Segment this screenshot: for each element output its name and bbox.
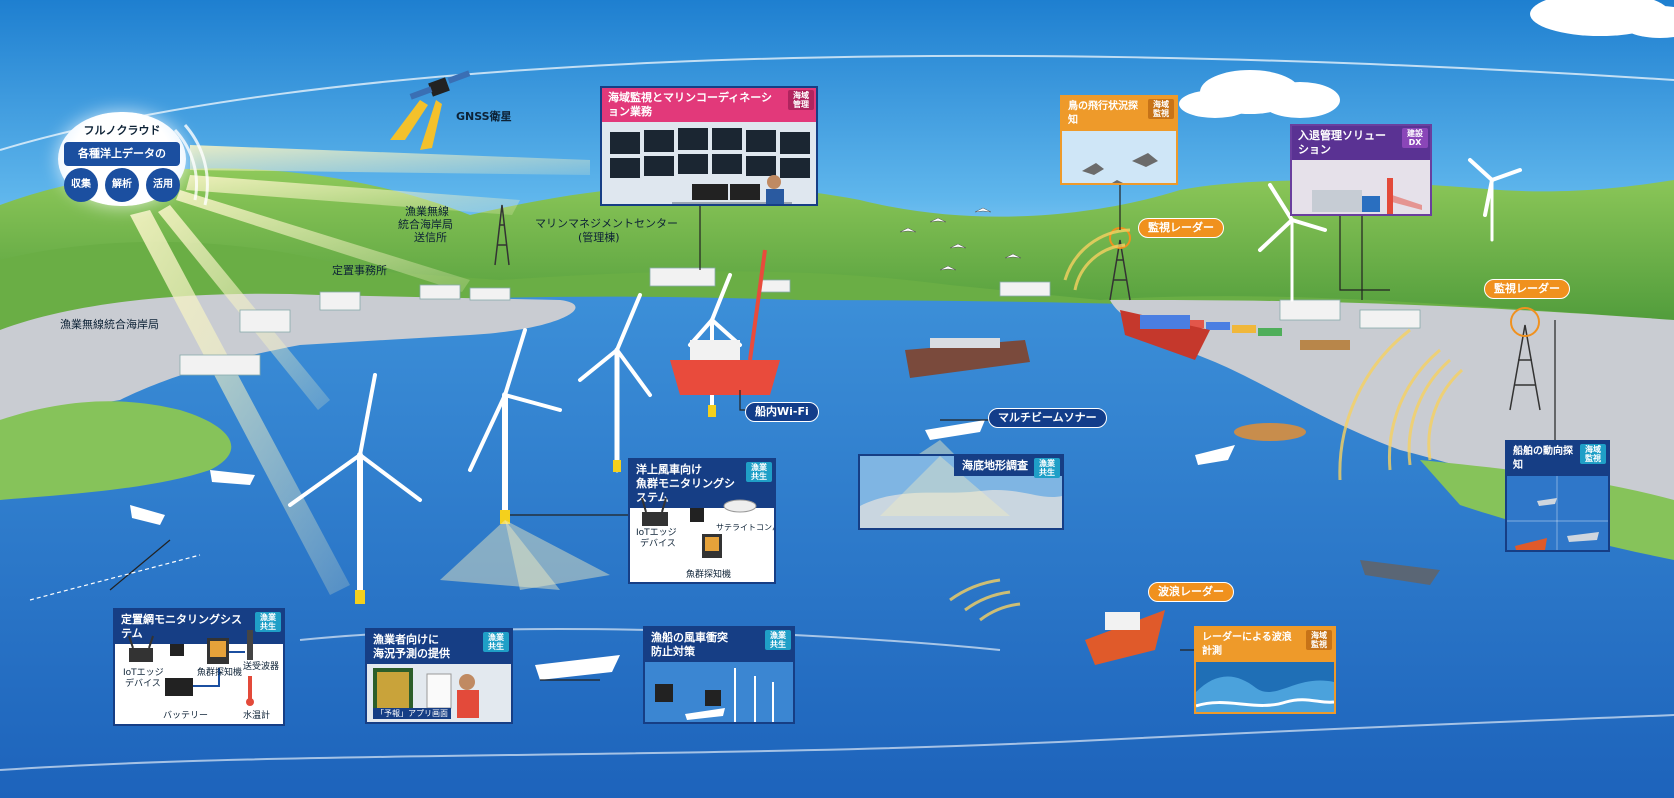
satellite-orbit — [0, 54, 1674, 151]
badge-fishery-coexistence: 漁業共生 — [255, 612, 281, 632]
battery-label: バッテリー — [163, 711, 209, 721]
badge-sea-surveillance: 海域監視 — [1306, 630, 1332, 650]
wifi-tag: 船内Wi-Fi — [745, 402, 819, 422]
collision-illustration — [645, 662, 793, 722]
container-ship — [1120, 310, 1210, 360]
panel-vessel-detection: 船舶の動向探知 海域監視 — [1505, 440, 1610, 552]
surveillance-radar-tag-1: 監視レーダー — [1138, 218, 1224, 238]
multibeam-tag: マルチビームソナー — [988, 408, 1107, 428]
port-buildings — [179, 267, 1421, 376]
badge-fishery-coexistence: 漁業共生 — [1034, 458, 1060, 478]
fixed-office-label: 定置事務所 — [332, 264, 387, 277]
vessel-detection-illustration — [1507, 476, 1608, 550]
badge-fishery-coexistence: 漁業共生 — [765, 630, 791, 650]
panel-bird-tracking: 鳥の飛行状況探知 海域監視 — [1060, 95, 1178, 185]
wave-illustration — [1196, 662, 1334, 712]
survey-ship — [1085, 610, 1165, 665]
cloud-action-use: 活用 — [146, 168, 180, 202]
coastal-station-label: 漁業無線統合海岸局 — [60, 318, 159, 331]
radar-tower-right — [1509, 307, 1541, 411]
device-illustration — [641, 497, 757, 558]
bird-illustration — [1062, 131, 1176, 183]
cloud-title: フルノクラウド — [83, 124, 161, 137]
panel-title: 漁業者向けに海況予測の提供 — [367, 630, 511, 664]
iot-device-label-2: デバイス — [125, 679, 161, 689]
barge — [1234, 423, 1306, 441]
gnss-label: GNSS衛星 — [456, 110, 512, 123]
iot-device-label-1: IoTエッジ — [636, 528, 677, 538]
data-beams — [130, 145, 590, 595]
radio-station-label-3: 送信所 — [414, 231, 447, 244]
satellite-compass-label: サテライトコンパス — [716, 523, 774, 532]
thermometer-label: 水温計 — [243, 711, 271, 721]
birds — [899, 207, 1022, 271]
panel-fixed-net-monitoring: 定置網モニタリングシステム 漁業共生 IoTエッジ デバイス 魚群探知機 送受波… — [113, 608, 285, 726]
turbine-foundations — [355, 405, 716, 604]
radar-waves — [173, 124, 1464, 622]
radio-station-label-2: 統合海岸局 — [398, 218, 453, 231]
badge-marine-management: 海域管理 — [788, 90, 814, 110]
fixed-net-device-illustration — [128, 630, 254, 706]
badge-fishery-coexistence: 漁業共生 — [746, 462, 772, 482]
marine-center-label-1: マリンマネジメントセンター — [535, 217, 678, 230]
left-port — [0, 293, 576, 420]
panel-wave-measurement: レーダーによる波浪計測 海域監視 — [1194, 626, 1336, 714]
badge-sea-surveillance: 海域監視 — [1148, 99, 1174, 119]
left-coast — [0, 401, 232, 500]
surveillance-radar-tag-2: 監視レーダー — [1484, 279, 1570, 299]
wave-radar-tag: 波浪レーダー — [1148, 582, 1234, 602]
panel-title: 海域監視とマリンコーディネーション業務 — [602, 88, 816, 122]
patrol-ship — [1360, 560, 1440, 585]
badge-sea-surveillance: 海域監視 — [1580, 444, 1606, 464]
panel-seabed-survey: 海底地形調査 漁業共生 — [858, 454, 1064, 530]
satellite-icon — [390, 70, 471, 150]
crane-vessel — [670, 249, 780, 395]
cargo-ship — [905, 338, 1030, 378]
iot-device-label-2: デバイス — [640, 539, 676, 549]
cloud-subtitle: 各種洋上データの — [64, 142, 180, 166]
iot-device-label-1: IoTエッジ — [123, 668, 164, 678]
badge-fishery-coexistence: 漁業共生 — [483, 632, 509, 652]
forecast-app-caption: 「予報」アプリ画面 — [373, 708, 451, 719]
radio-station-label-1: 漁業無線 — [405, 205, 449, 218]
panel-offshore-fish-monitoring: 洋上風車向け魚群モニタリングシステム 漁業共生 IoTエッジ デバイス サテライ… — [628, 458, 776, 584]
furuno-cloud-badge: フルノクラウド 各種洋上データの 収集 解析 活用 — [58, 112, 186, 206]
control-room-illustration — [602, 122, 816, 204]
fish-finder-label: 魚群探知機 — [197, 668, 243, 678]
small-boats — [130, 420, 1235, 680]
panel-marine-coordination: 海域監視とマリンコーディネーション業務 海域管理 — [600, 86, 818, 206]
radio-tower-icon — [494, 204, 510, 266]
connector-lines — [29, 180, 1556, 681]
fish-finder-label: 魚群探知機 — [686, 570, 732, 580]
marine-center-label-2: (管理棟) — [578, 231, 620, 244]
cloud-action-analyze: 解析 — [105, 168, 139, 202]
panel-sea-forecast: 漁業者向けに海況予測の提供 漁業共生 「予報」アプリ画面 — [365, 628, 513, 724]
wind-turbines — [288, 158, 1522, 603]
cloud-shape — [1179, 0, 1674, 118]
cloud-action-collect: 収集 — [64, 168, 98, 202]
gate-illustration — [1292, 160, 1430, 214]
container-yard — [1180, 320, 1350, 350]
transducer-label: 送受波器 — [243, 662, 280, 672]
panel-collision-prevention: 漁船の風車衝突防止対策 漁業共生 — [643, 626, 795, 724]
